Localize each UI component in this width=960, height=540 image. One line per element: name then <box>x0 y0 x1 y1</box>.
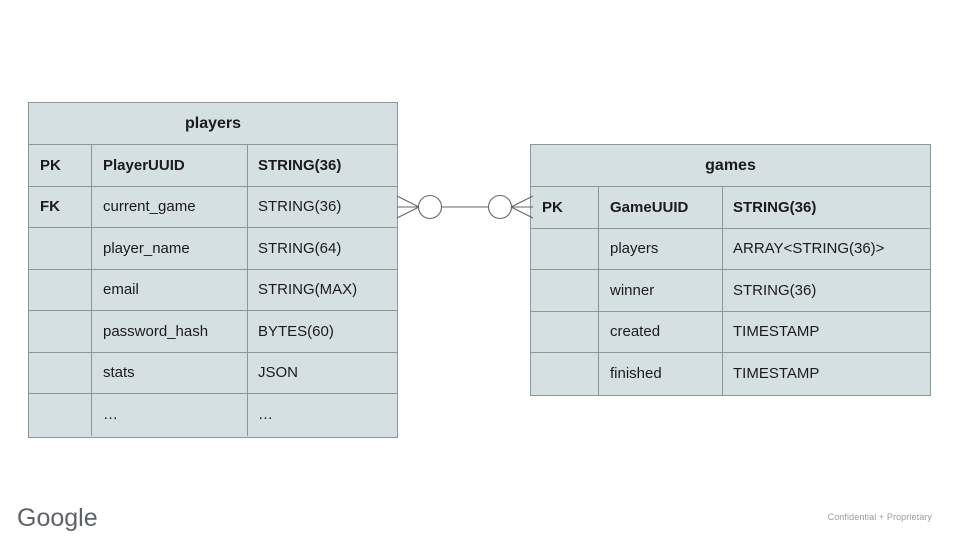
row-name: players <box>599 228 723 269</box>
row-key <box>29 352 92 393</box>
row-key <box>29 394 92 436</box>
row-type: TIMESTAMP <box>733 323 820 341</box>
confidentiality-note: Confidential + Proprietary <box>827 512 932 522</box>
row-type: BYTES(60) <box>258 322 334 340</box>
table-row[interactable]: players ARRAY<STRING(36)> <box>531 228 930 270</box>
row-type: STRING(MAX) <box>258 281 358 299</box>
table-row[interactable]: password_hash BYTES(60) <box>29 311 397 353</box>
row-type: STRING(36) <box>258 198 342 216</box>
table-row[interactable]: player_name STRING(64) <box>29 228 397 270</box>
table-row[interactable]: email STRING(MAX) <box>29 269 397 311</box>
row-name: finished <box>599 353 723 395</box>
row-type: TIMESTAMP <box>733 365 820 383</box>
zero-or-many-circle-right <box>487 194 513 220</box>
row-key: PK <box>531 187 599 228</box>
row-name: GameUUID <box>599 187 723 228</box>
row-name: winner <box>599 270 723 311</box>
row-key <box>531 228 599 269</box>
row-name: created <box>599 311 723 352</box>
crows-foot-right <box>510 195 534 219</box>
row-key <box>531 311 599 352</box>
row-type: ARRAY<STRING(36)> <box>733 240 885 258</box>
row-key <box>531 270 599 311</box>
row-type: STRING(64) <box>258 239 342 257</box>
row-name: stats <box>92 352 248 393</box>
table-row[interactable]: FK current_game STRING(36) <box>29 186 397 228</box>
row-name: email <box>92 269 248 310</box>
zero-or-many-circle-left <box>417 194 443 220</box>
row-key <box>29 228 92 269</box>
row-key: FK <box>29 186 92 227</box>
table-row[interactable]: stats JSON <box>29 352 397 394</box>
row-key <box>29 269 92 310</box>
table-row[interactable]: … … <box>29 394 397 436</box>
row-key <box>29 311 92 352</box>
entity-players-title: players <box>29 103 397 145</box>
entity-games-title: games <box>531 145 930 187</box>
row-type: STRING(36) <box>733 281 817 299</box>
table-row[interactable]: PK PlayerUUID STRING(36) <box>29 145 397 187</box>
row-name: password_hash <box>92 311 248 352</box>
relationship-connector[interactable] <box>392 182 538 232</box>
table-row[interactable]: winner STRING(36) <box>531 270 930 312</box>
row-type: STRING(36) <box>733 198 817 216</box>
row-name: PlayerUUID <box>92 145 248 186</box>
table-row[interactable]: created TIMESTAMP <box>531 311 930 353</box>
row-name: current_game <box>92 186 248 227</box>
row-type: … <box>258 406 273 424</box>
row-type: STRING(36) <box>258 156 342 174</box>
google-logo-text: Google <box>17 504 98 532</box>
row-name: … <box>92 394 248 436</box>
google-logo: Google <box>17 504 98 532</box>
entity-players[interactable]: players PK PlayerUUID STRING(36) FK curr… <box>28 102 398 438</box>
row-key: PK <box>29 145 92 186</box>
row-name: player_name <box>92 228 248 269</box>
row-key <box>531 353 599 395</box>
table-row[interactable]: PK GameUUID STRING(36) <box>531 187 930 229</box>
row-type: JSON <box>258 364 299 382</box>
crows-foot-left <box>396 195 420 219</box>
table-row[interactable]: finished TIMESTAMP <box>531 353 930 395</box>
entity-games[interactable]: games PK GameUUID STRING(36) players ARR… <box>530 144 931 396</box>
